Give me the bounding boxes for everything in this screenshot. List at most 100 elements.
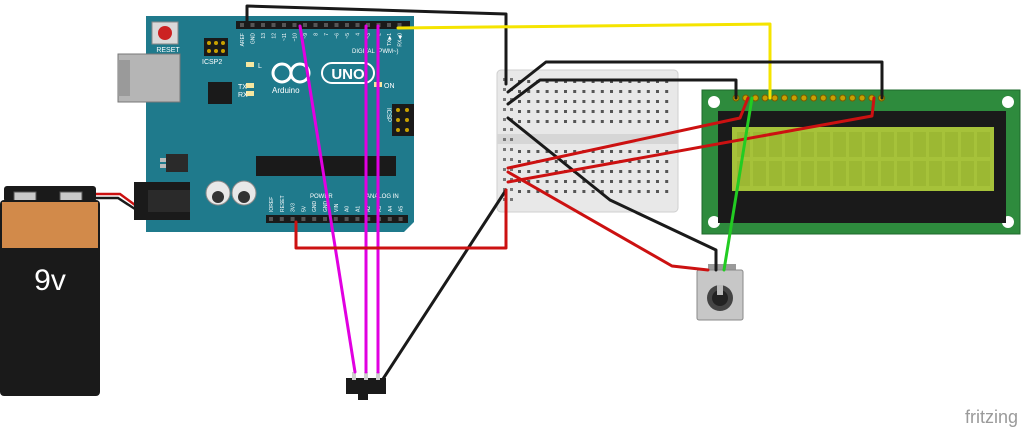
bottom-pin-label: A4 xyxy=(388,206,394,212)
slide-switch[interactable] xyxy=(346,372,386,400)
breadboard-hole xyxy=(665,160,669,163)
breadboard-hole xyxy=(600,190,604,193)
breadboard-rail-hole xyxy=(510,138,513,141)
top-pin-label: ~11 xyxy=(282,33,288,41)
lcd-pin xyxy=(848,94,856,102)
lcd-char-cell xyxy=(961,132,974,157)
breadboard-hole xyxy=(564,90,567,93)
breadboard-hole xyxy=(545,90,549,93)
breadboard-hole xyxy=(527,170,531,173)
lcd-char-cell xyxy=(977,161,990,186)
breadboard-hole xyxy=(518,100,521,103)
bottom-pin-label: A3 xyxy=(377,206,383,212)
breadboard-rail-hole xyxy=(503,148,506,151)
breadboard-rail-hole xyxy=(503,88,506,91)
breadboard-hole xyxy=(619,90,623,93)
lcd-char-cell xyxy=(865,132,878,157)
wire-yellow xyxy=(396,22,772,100)
breadboard-hole xyxy=(527,150,531,153)
lcd-char-cell xyxy=(801,132,814,157)
lcd-char-cell xyxy=(929,161,942,186)
breadboard-hole xyxy=(637,110,641,113)
breadboard-hole xyxy=(582,90,586,93)
breadboard-hole xyxy=(564,190,567,193)
breadboard-hole xyxy=(610,100,613,103)
breadboard-hole xyxy=(656,100,659,103)
lcd-char-cell xyxy=(913,161,926,186)
breadboard-hole xyxy=(564,180,567,183)
breadboard-hole xyxy=(591,150,595,153)
top-pin-label: ~6 xyxy=(335,33,341,39)
lcd-char-cell xyxy=(753,161,766,186)
header-pin xyxy=(279,217,284,221)
bottom-pin-label: A2 xyxy=(366,206,372,212)
lcd-char-cell xyxy=(801,161,814,186)
top-pin-label: ~5 xyxy=(345,33,351,39)
breadboard-hole xyxy=(545,170,549,173)
lcd-pin xyxy=(810,94,818,102)
breadboard-hole xyxy=(665,120,669,123)
header-pin xyxy=(261,23,265,27)
lcd-char-cell xyxy=(817,161,830,186)
bottom-pin-label: GND xyxy=(323,201,329,213)
breadboard-hole xyxy=(573,90,577,93)
icsp-label: ICSP xyxy=(385,108,391,122)
breadboard-hole xyxy=(536,120,540,123)
breadboard-rail-hole xyxy=(503,158,506,161)
breadboard-hole xyxy=(518,110,521,113)
breadboard-hole xyxy=(554,150,558,153)
breadboard-rail-hole xyxy=(503,98,506,101)
breadboard-hole xyxy=(545,100,549,103)
breadboard-hole xyxy=(573,180,577,183)
bottom-pin-label: IOREF xyxy=(269,197,275,212)
lcd-char-cell xyxy=(785,161,798,186)
breadboard-hole xyxy=(527,80,531,83)
lcd-char-cell xyxy=(977,132,990,157)
breadboard-hole xyxy=(527,190,531,193)
breadboard-hole xyxy=(573,110,577,113)
wires xyxy=(245,4,884,384)
breadboard-hole xyxy=(591,180,595,183)
lcd-char-cell xyxy=(961,161,974,186)
bottom-pin-label: RESET xyxy=(280,195,286,212)
lcd-char-cell xyxy=(817,132,830,157)
analog-label: ANALOG IN xyxy=(366,194,399,200)
breadboard-hole xyxy=(518,150,521,153)
breadboard-hole xyxy=(536,100,540,103)
potentiometer[interactable] xyxy=(696,264,744,321)
rx-label: RX xyxy=(238,92,248,99)
breadboard-hole xyxy=(646,160,650,163)
breadboard-hole xyxy=(656,120,659,123)
breadboard-hole xyxy=(527,120,531,123)
lcd-char-cell xyxy=(929,132,942,157)
breadboard-rail-hole xyxy=(510,148,513,151)
breadboard-hole xyxy=(527,180,531,183)
breadboard-hole xyxy=(610,120,613,123)
header-pin xyxy=(334,23,339,27)
header-pin xyxy=(398,217,403,221)
lcd-char-cell xyxy=(865,161,878,186)
bottom-pin-label: A5 xyxy=(399,206,405,212)
breadboard-hole xyxy=(600,110,604,113)
breadboard-hole xyxy=(610,110,613,113)
lcd-char-cell xyxy=(897,132,910,157)
wire-magenta-1 xyxy=(298,24,357,374)
breadboard-hole xyxy=(518,190,521,193)
header-pin xyxy=(387,217,392,221)
breadboard-hole xyxy=(610,160,613,163)
breadboard-rail-hole xyxy=(503,178,506,181)
lcd-pin xyxy=(761,94,769,102)
bottom-pin-label: VIN xyxy=(334,203,340,212)
breadboard-rail-hole xyxy=(510,168,513,171)
breadboard-hole xyxy=(554,190,558,193)
breadboard-hole xyxy=(554,110,558,113)
breadboard-hole xyxy=(637,170,641,173)
breadboard-rail-hole xyxy=(510,198,513,201)
breadboard-hole xyxy=(637,100,641,103)
wire-black-switch xyxy=(379,188,508,384)
breadboard-hole xyxy=(637,120,641,123)
wire-black-pot xyxy=(506,116,718,272)
breadboard-rail-hole xyxy=(510,128,513,131)
led-l-label: L xyxy=(258,63,262,70)
breadboard-hole xyxy=(628,160,632,163)
